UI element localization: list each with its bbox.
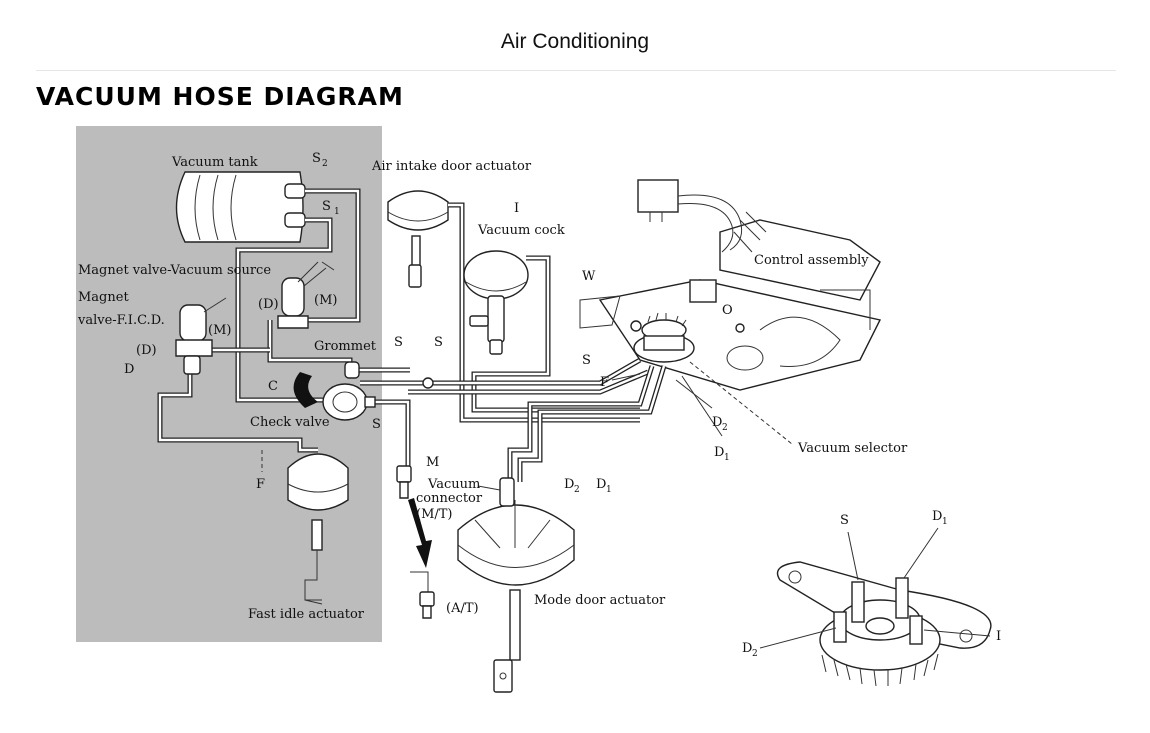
page-title: VACUUM HOSE DIAGRAM (36, 82, 404, 111)
label-d2-hose: D (564, 477, 574, 492)
label-d-magnet-valve: (D) (258, 297, 279, 312)
label-d-left: D (124, 362, 134, 377)
label-o: O (722, 303, 733, 318)
label-vacuum-cock: Vacuum cock (477, 223, 565, 238)
grommet (344, 361, 360, 379)
label-m-ficd: (M) (208, 323, 231, 338)
d1-sel-leader (681, 375, 723, 437)
label-check-valve: Check valve (250, 415, 330, 430)
label-control-assembly: Control assembly (754, 253, 869, 268)
magnet-valve-vacuum-source (277, 261, 335, 329)
magnet-valve-ficd (175, 297, 227, 375)
fast-idle-actuator (287, 453, 349, 605)
label-vacuum-tank: Vacuum tank (171, 155, 258, 170)
m-connector (396, 465, 412, 499)
label-vacuum-selector: Vacuum selector (797, 441, 908, 456)
vacuum-selector-leader (689, 361, 793, 445)
vacuum-cock (463, 250, 529, 355)
label-i-top: I (514, 201, 519, 216)
label-s-mid2: S (434, 335, 443, 350)
selector-detail (759, 527, 992, 687)
label-m-connector: M (426, 455, 439, 470)
label-d1-detail-sub: 1 (942, 517, 948, 527)
label-connector: connector (416, 491, 483, 506)
header-rule (36, 70, 1116, 71)
label-f-selector: F (600, 375, 609, 390)
vacuum-tank (175, 171, 306, 243)
label-s-check: S (372, 417, 381, 432)
label-d1-selector: D (714, 445, 724, 460)
label-s1-sub: 1 (334, 207, 340, 217)
label-d1-hose: D (596, 477, 606, 492)
label-mt: (M/T) (416, 507, 453, 522)
label-s-selector: S (582, 353, 591, 368)
label-s2: S (312, 151, 321, 166)
vacuum-selector (633, 312, 695, 363)
section-header: Air Conditioning (500, 30, 650, 53)
label-s2-sub: 2 (322, 159, 328, 169)
label-grommet: Grommet (314, 339, 377, 354)
electrical-connector (637, 179, 767, 253)
label-vacuum: Vacuum (427, 477, 480, 492)
at-connector (410, 571, 435, 619)
label-d2-selector-sub: 2 (722, 423, 728, 433)
label-d2-detail-sub: 2 (752, 649, 758, 659)
label-m-magnet-valve: (M) (314, 293, 337, 308)
label-d2-detail: D (742, 641, 752, 656)
label-w: W (582, 269, 596, 284)
check-valve (322, 383, 376, 421)
label-air-intake-door-actuator: Air intake door actuator (371, 159, 532, 174)
label-d1-detail: D (932, 509, 942, 524)
label-s-mid1: S (394, 335, 403, 350)
vacuum-connector (477, 477, 515, 507)
label-s-detail: S (840, 513, 849, 528)
label-d2-selector: D (712, 415, 722, 430)
air-intake-door-actuator (387, 190, 449, 288)
label-c: C (268, 379, 278, 394)
label-i-detail: I (996, 629, 1001, 644)
label-magnet: Magnet (78, 290, 129, 305)
mode-door-actuator (457, 500, 575, 693)
label-s1: S (322, 199, 331, 214)
f-sel-leader (611, 373, 641, 381)
engine-hoses (157, 188, 411, 470)
at-arrow (408, 498, 432, 568)
label-at: (A/T) (446, 601, 479, 616)
label-d1-hose-sub: 1 (606, 485, 612, 495)
label-magnet-valve-vacuum-source: Magnet valve-Vacuum source (78, 263, 271, 278)
label-d1-selector-sub: 1 (724, 453, 730, 463)
label-f-left: F (256, 477, 265, 492)
label-fast-idle-actuator: Fast idle actuator (248, 607, 365, 622)
label-valve-ficd: valve-F.I.C.D. (77, 313, 165, 328)
label-mode-door-actuator: Mode door actuator (534, 593, 666, 608)
label-d-ficd: (D) (136, 343, 157, 358)
label-d2-hose-sub: 2 (574, 485, 580, 495)
